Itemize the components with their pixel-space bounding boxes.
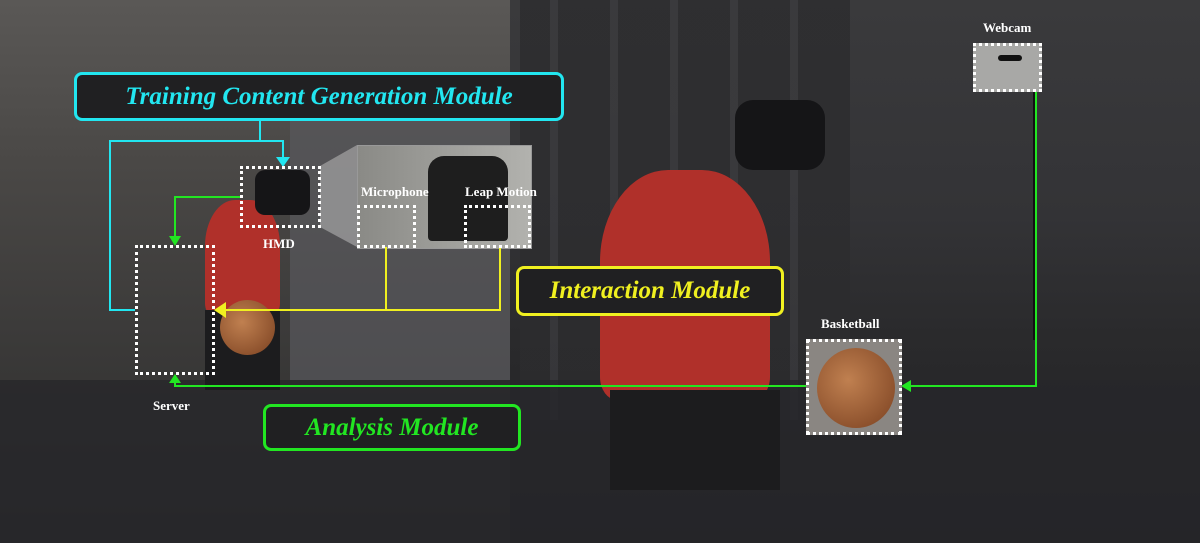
webcam-tripod — [1033, 90, 1036, 340]
server-highlight-box — [135, 245, 215, 375]
basketball-label: Basketball — [821, 316, 880, 331]
arrowhead-basketball — [901, 380, 911, 392]
hmd-device-photo — [428, 156, 508, 241]
webcam-to-basketball-line — [910, 91, 1037, 387]
arrowhead-hmd — [276, 157, 290, 167]
microphone-highlight-box — [357, 205, 416, 248]
interaction-module: Interaction Module — [516, 266, 784, 316]
hmd-label: HMD — [263, 236, 295, 251]
hmd-inset-image — [357, 145, 532, 249]
arrowhead-server-top — [169, 236, 181, 246]
webcam-device — [998, 55, 1022, 61]
basketball-to-server-line — [174, 382, 806, 387]
inset-zoom-wedge — [320, 145, 357, 247]
analysis-module: Analysis Module — [263, 404, 521, 451]
player-right-shorts — [610, 390, 780, 490]
webcam-label: Webcam — [983, 20, 1032, 35]
leap-motion-highlight-box — [464, 205, 531, 248]
basketball-photo — [817, 348, 895, 428]
hmd-to-server-line — [174, 196, 240, 237]
microphone-to-server-line — [224, 247, 387, 311]
player-right-head — [735, 100, 825, 170]
leap-motion-label: Leap Motion — [465, 184, 537, 199]
hmd-headset — [255, 170, 310, 215]
hmd-highlight-box — [240, 166, 321, 228]
arrowhead-server-right — [214, 302, 226, 318]
training-to-hmd-line — [109, 140, 284, 311]
leap-to-server-line — [386, 247, 501, 311]
webcam-highlight-box — [973, 43, 1042, 92]
arrowhead-server-bottom — [169, 374, 181, 383]
server-label: Server — [153, 398, 190, 413]
microphone-label: Microphone — [361, 184, 429, 199]
basketball-highlight-box — [806, 339, 902, 435]
training-content-generation-module: Training Content Generation Module — [74, 72, 564, 121]
floor — [0, 380, 1200, 543]
